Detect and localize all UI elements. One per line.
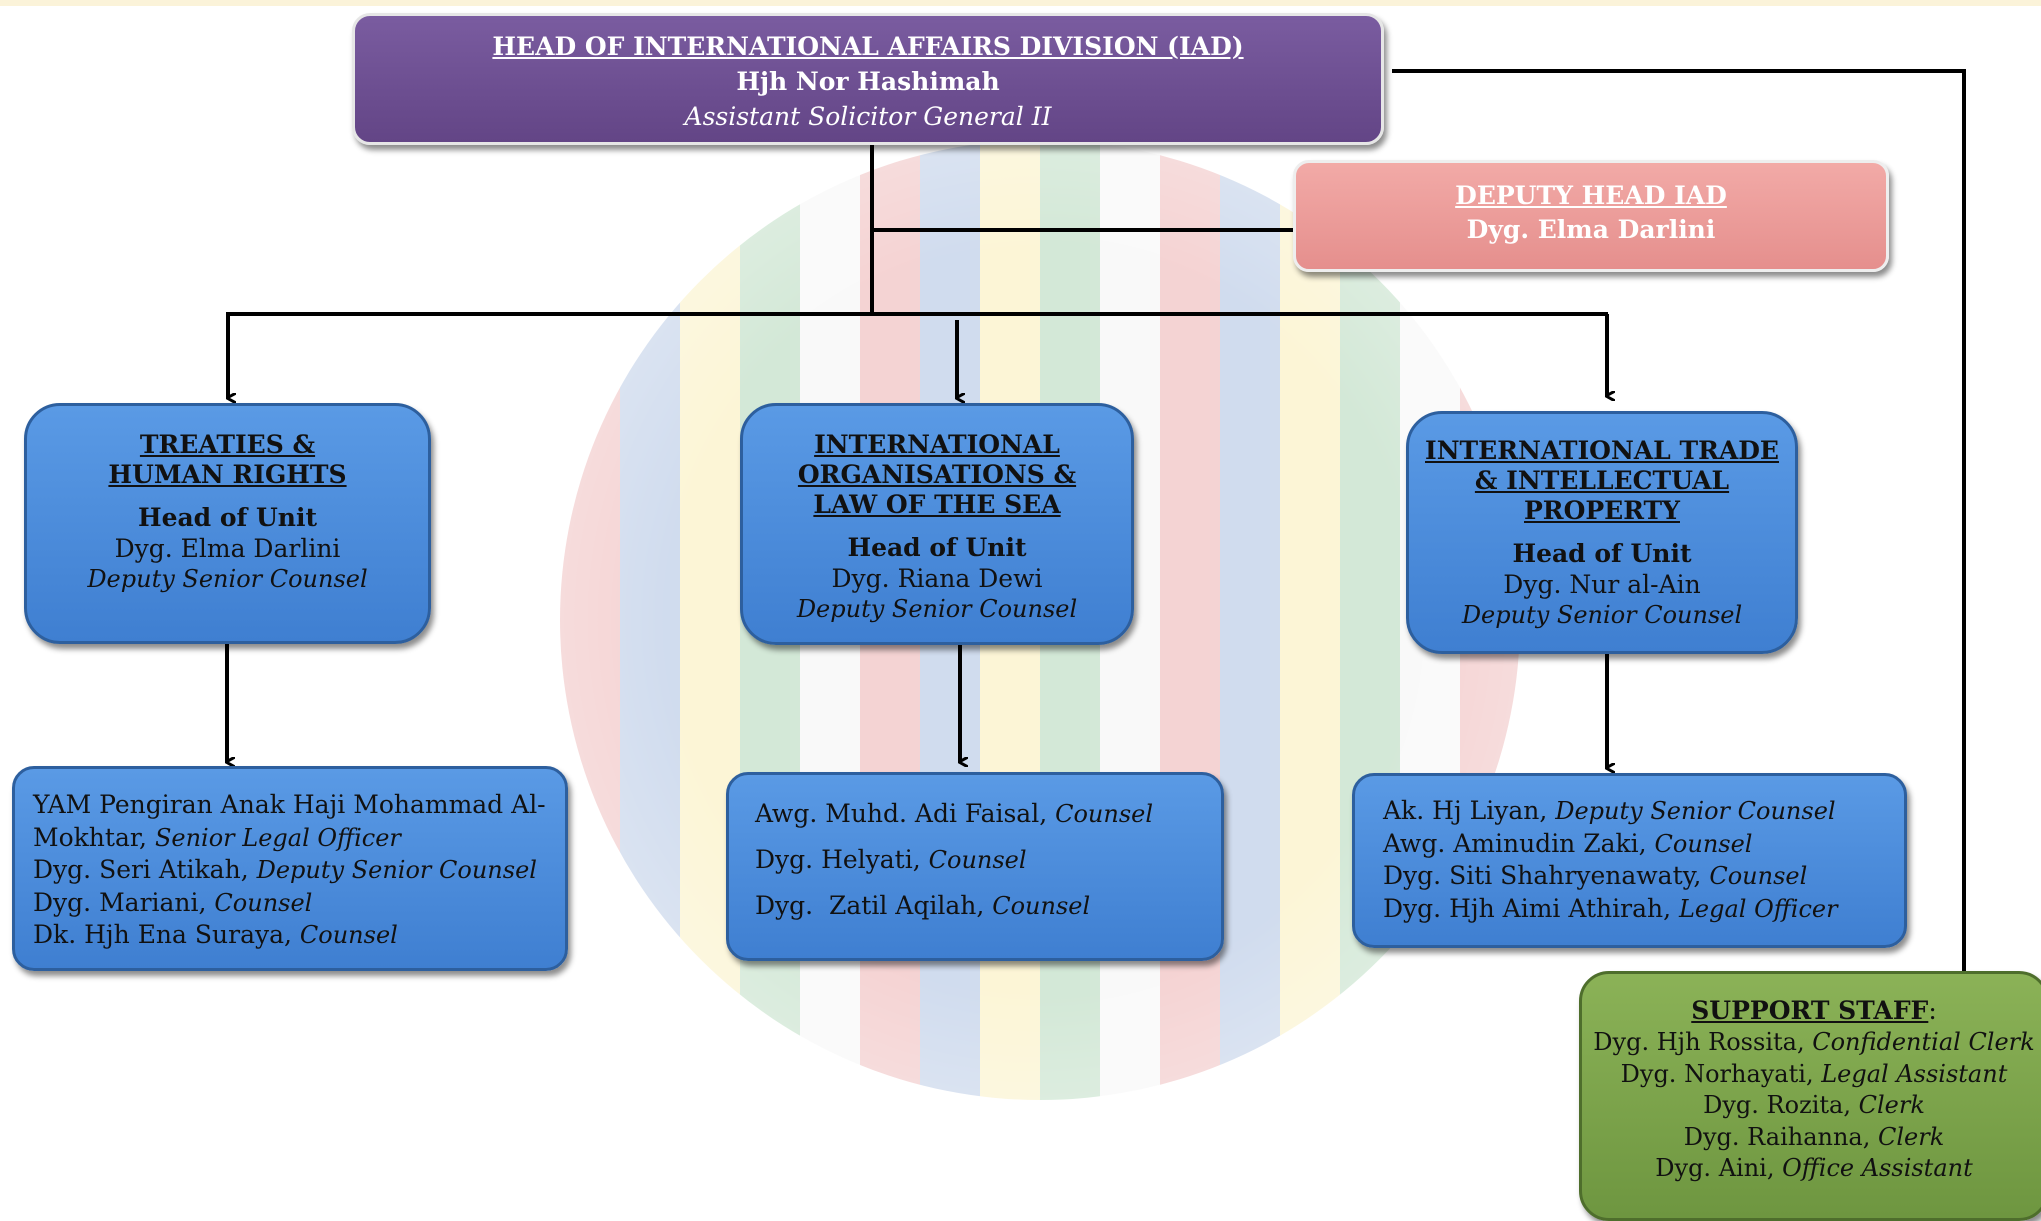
connector-to-support <box>1392 69 1966 971</box>
support-member-name: Dyg. Hjh Rossita, <box>1593 1028 1813 1056</box>
member-name: Dk. Hjh Ena Suraya, <box>33 920 300 949</box>
support-member-position: Office Assistant <box>1782 1154 1973 1182</box>
member-line: Dyg. Mariani, Counsel <box>33 887 565 920</box>
support-title-suffix: : <box>1928 996 1937 1025</box>
head-position: Assistant Solicitor General II <box>684 102 1052 131</box>
member-name: Dyg. Helyati, <box>755 845 929 874</box>
support-title: SUPPORT STAFF: <box>1582 995 2041 1027</box>
member-line: Dyg. Zatil Aqilah, Counsel <box>755 883 1221 929</box>
support-member-line: Dyg. Norhayati, Legal Assistant <box>1582 1059 2041 1091</box>
support-staff-box: SUPPORT STAFF: Dyg. Hjh Rossita, Confide… <box>1579 971 2041 1221</box>
member-position: Senior Legal Officer <box>154 823 401 852</box>
support-member-name: Dyg. Aini, <box>1655 1154 1783 1182</box>
support-member-line: Dyg. Raihanna, Clerk <box>1582 1122 2041 1154</box>
head-name: Hjh Nor Hashimah <box>736 67 1000 96</box>
member-position: Counsel <box>214 888 313 917</box>
unit-title-line: INTERNATIONAL TRADE <box>1425 436 1779 465</box>
unit-head-name: Dyg. Nur al-Ain <box>1503 570 1701 599</box>
unit-head-name: Dyg. Riana Dewi <box>831 564 1043 593</box>
support-member-name: Dyg. Rozita, <box>1703 1091 1859 1119</box>
member-line: YAM Pengiran Anak Haji Mohammad Al- <box>33 789 565 822</box>
member-name: Dyg. Siti Shahryenawaty, <box>1383 861 1710 890</box>
member-line: Awg. Aminudin Zaki, Counsel <box>1383 828 1904 861</box>
deputy-title: DEPUTY HEAD IAD <box>1455 181 1727 210</box>
member-position: Counsel <box>928 846 1027 874</box>
member-name: Dyg. Hjh Aimi Athirah, <box>1383 893 1679 923</box>
unit-title-line: PROPERTY <box>1524 496 1680 525</box>
member-position: Deputy Senior Counsel <box>256 856 537 884</box>
support-title-label: SUPPORT STAFF <box>1691 996 1929 1025</box>
unit-role: Head of Unit <box>1512 539 1692 568</box>
unit-2-members-box: Awg. Muhd. Adi Faisal, Counsel Dyg. Hely… <box>726 772 1224 961</box>
unit-international-organisations-box: INTERNATIONAL ORGANISATIONS & LAW OF THE… <box>740 403 1134 645</box>
unit-title-line: TREATIES & <box>139 430 316 459</box>
head-of-division-box: HEAD OF INTERNATIONAL AFFAIRS DIVISION (… <box>352 13 1384 145</box>
unit-1-members-box: YAM Pengiran Anak Haji Mohammad Al- Mokh… <box>12 766 568 971</box>
member-name: Awg. Muhd. Adi Faisal, <box>755 799 1056 828</box>
support-member-line: Dyg. Hjh Rossita, Confidential Clerk <box>1582 1027 2041 1059</box>
unit-head-position: Deputy Senior Counsel <box>796 595 1078 623</box>
member-position: Counsel <box>992 892 1091 920</box>
member-line: Dk. Hjh Ena Suraya, Counsel <box>33 919 565 952</box>
unit-title-line: INTERNATIONAL <box>814 430 1060 459</box>
member-name: Dyg. Mariani, <box>33 887 215 917</box>
member-position: Counsel <box>299 921 398 949</box>
member-name: YAM Pengiran Anak Haji Mohammad Al- <box>33 790 546 819</box>
support-member-line: Dyg. Rozita, Clerk <box>1582 1090 2041 1122</box>
unit-international-trade-box: INTERNATIONAL TRADE & INTELLECTUAL PROPE… <box>1406 411 1798 654</box>
head-title: HEAD OF INTERNATIONAL AFFAIRS DIVISION (… <box>492 32 1244 61</box>
deputy-head-box: DEPUTY HEAD IAD Dyg. Elma Darlini <box>1293 160 1889 272</box>
support-member-position: Clerk <box>1878 1122 1945 1151</box>
support-member-position: Legal Assistant <box>1821 1059 2008 1088</box>
member-line: Awg. Muhd. Adi Faisal, Counsel <box>755 791 1221 837</box>
member-name: Dyg. Seri Atikah, <box>33 855 257 884</box>
member-position: Counsel <box>1709 862 1808 890</box>
member-name: Dyg. Zatil Aqilah, <box>755 891 993 920</box>
support-member-name: Dyg. Norhayati, <box>1620 1059 1822 1088</box>
member-name: Awg. Aminudin Zaki, <box>1383 828 1655 858</box>
member-position: Deputy Senior Counsel <box>1555 797 1836 825</box>
member-name: Ak. Hj Liyan, <box>1383 796 1556 825</box>
member-position: Legal Officer <box>1678 894 1838 923</box>
member-position: Counsel <box>1654 829 1753 858</box>
unit-3-members-box: Ak. Hj Liyan, Deputy Senior Counsel Awg.… <box>1352 773 1907 948</box>
unit-title-line: & INTELLECTUAL <box>1474 466 1730 495</box>
support-member-position: Confidential Clerk <box>1812 1028 2035 1056</box>
unit-head-position: Deputy Senior Counsel <box>1461 601 1743 629</box>
support-member-position: Clerk <box>1858 1091 1925 1119</box>
unit-head-position: Deputy Senior Counsel <box>87 565 368 593</box>
unit-role: Head of Unit <box>847 533 1027 562</box>
support-member-name: Dyg. Raihanna, <box>1683 1122 1878 1151</box>
member-name: Mokhtar, <box>33 822 155 852</box>
unit-title-line: LAW OF THE SEA <box>813 490 1061 519</box>
member-line: Dyg. Helyati, Counsel <box>755 837 1221 883</box>
unit-head-name: Dyg. Elma Darlini <box>114 534 341 563</box>
unit-role: Head of Unit <box>137 503 318 532</box>
member-line: Mokhtar, Senior Legal Officer <box>33 822 565 855</box>
deputy-name: Dyg. Elma Darlini <box>1466 215 1716 244</box>
member-line: Dyg. Siti Shahryenawaty, Counsel <box>1383 860 1904 893</box>
top-strip <box>0 0 2041 6</box>
support-member-line: Dyg. Aini, Office Assistant <box>1582 1153 2041 1185</box>
member-line: Dyg. Hjh Aimi Athirah, Legal Officer <box>1383 893 1904 926</box>
unit-title-line: ORGANISATIONS & <box>797 460 1077 489</box>
member-line: Dyg. Seri Atikah, Deputy Senior Counsel <box>33 854 565 887</box>
member-line: Ak. Hj Liyan, Deputy Senior Counsel <box>1383 795 1904 828</box>
member-position: Counsel <box>1055 800 1154 828</box>
unit-title-line: HUMAN RIGHTS <box>108 460 347 489</box>
unit-treaties-human-rights-box: TREATIES & HUMAN RIGHTS Head of Unit Dyg… <box>24 403 431 644</box>
